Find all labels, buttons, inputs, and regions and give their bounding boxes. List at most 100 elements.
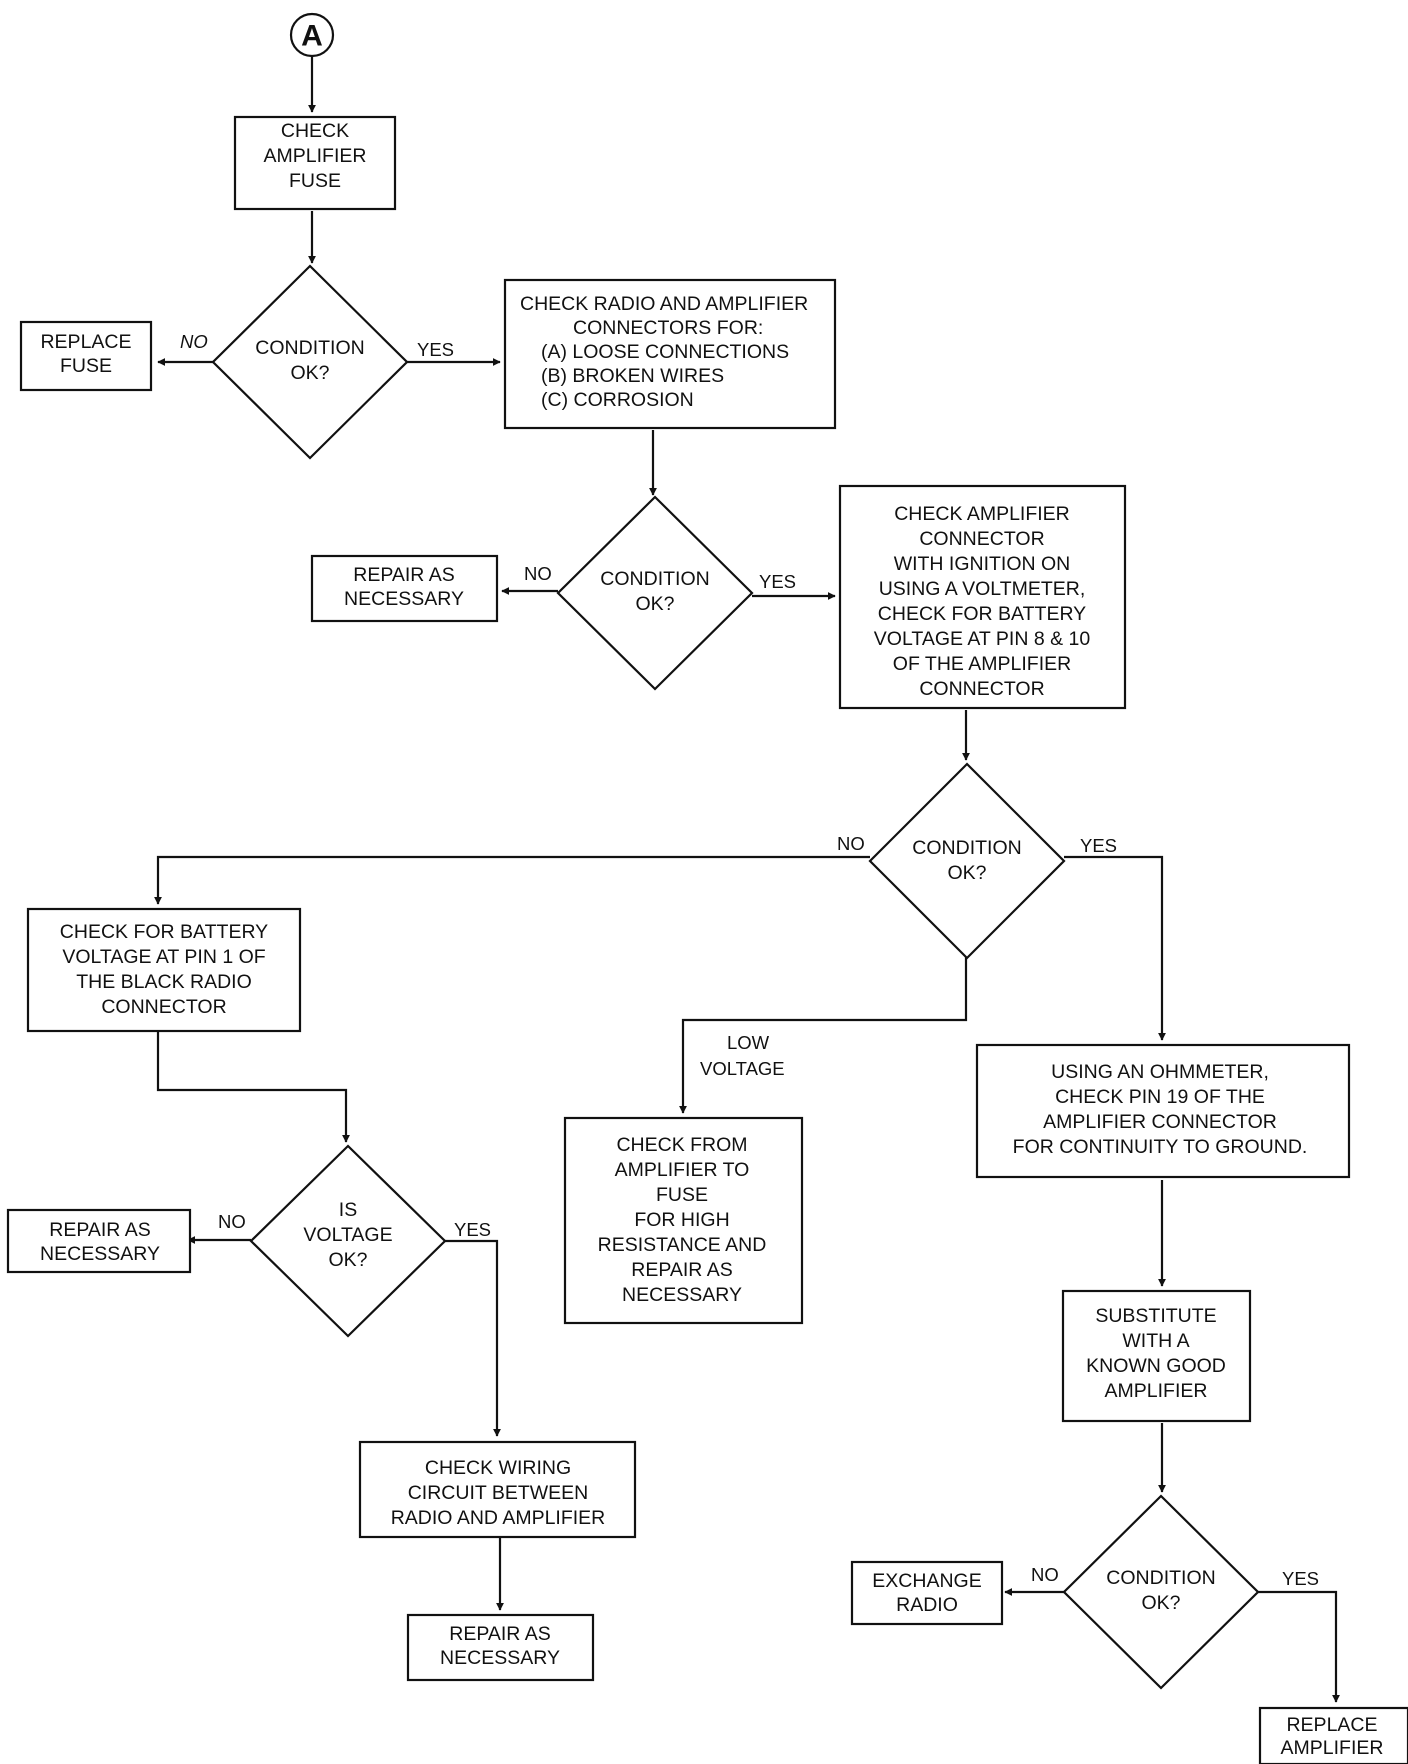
edge-label-no: NO (524, 563, 552, 584)
edge-label-voltage: VOLTAGE (700, 1058, 785, 1079)
check-from-amp-line: AMPLIFIER TO (615, 1159, 750, 1181)
replace-amp-box (1258, 1706, 1408, 1764)
substitute-line: WITH A (1122, 1330, 1189, 1352)
cond4-line: OK? (1141, 1592, 1180, 1614)
arrow-cond4-yes (1258, 1590, 1340, 1703)
edge-label-no: NO (218, 1211, 246, 1232)
start-circle (289, 12, 335, 58)
cond2-line: CONDITION (600, 568, 709, 590)
substitute-line: SUBSTITUTE (1095, 1305, 1216, 1327)
is-voltage-ok-diamond (249, 1144, 447, 1338)
substitute-line: AMPLIFIER (1105, 1380, 1208, 1402)
arrow-voltage-yes (445, 1239, 501, 1437)
edge-label-no: NO (1031, 1564, 1059, 1585)
check-from-amp-box (563, 1116, 804, 1325)
replace-fuse-line: FUSE (60, 355, 112, 377)
check-amp-connector-line: CONNECTOR (919, 528, 1044, 550)
replace-amp-line: AMPLIFIER (1281, 1737, 1384, 1759)
node-cond3: CONDITION OK? (868, 762, 1066, 960)
arrow-cond3-no (154, 855, 870, 905)
substitute-box (1061, 1289, 1252, 1423)
check-amp-connector-line: CHECK FOR BATTERY (878, 603, 1086, 625)
check-from-amp-line: RESISTANCE AND (598, 1234, 767, 1256)
node-check-amp-fuse: CHECK AMPLIFIER FUSE (233, 115, 397, 211)
cond3-diamond (868, 762, 1066, 960)
check-amp-fuse-box (233, 115, 397, 211)
check-connectors-line: (C) CORROSION (541, 389, 694, 411)
check-amp-connector-box (838, 484, 1127, 710)
check-pin1-line: VOLTAGE AT PIN 1 OF (62, 946, 265, 968)
cond1-line: CONDITION (255, 337, 364, 359)
check-from-amp-line: NECESSARY (622, 1284, 742, 1306)
start-label: A (301, 20, 323, 53)
node-cond4: CONDITION OK? (1062, 1494, 1260, 1690)
ohmmeter-line: FOR CONTINUITY TO GROUND. (1013, 1136, 1308, 1158)
check-wiring-line: CIRCUIT BETWEEN (408, 1482, 589, 1504)
start-connector: A (289, 12, 335, 58)
check-amp-fuse-line: FUSE (289, 170, 341, 192)
check-connectors-line: CONNECTORS FOR: (573, 317, 763, 339)
check-amp-connector-line: CHECK AMPLIFIER (894, 503, 1070, 525)
check-pin1-line: CHECK FOR BATTERY (60, 921, 268, 943)
cond1-line: OK? (290, 362, 329, 384)
edge-label-yes: YES (1282, 1568, 1319, 1589)
repair2-box (6, 1208, 192, 1274)
edge-label-low: LOW (727, 1032, 770, 1053)
check-pin1-line: CONNECTOR (101, 996, 226, 1018)
check-amp-connector-line: OF THE AMPLIFIER (893, 653, 1071, 675)
check-from-amp-line: REPAIR AS (631, 1259, 733, 1281)
node-substitute: SUBSTITUTE WITH A KNOWN GOOD AMPLIFIER (1061, 1289, 1252, 1423)
repair1-line: REPAIR AS (353, 564, 455, 586)
edge-label-yes: YES (1080, 835, 1117, 856)
replace-amp-line: REPLACE (1286, 1714, 1377, 1736)
cond4-diamond (1062, 1494, 1260, 1690)
check-amp-fuse-line: AMPLIFIER (264, 145, 367, 167)
cond4-line: CONDITION (1106, 1567, 1215, 1589)
repair2-line: REPAIR AS (49, 1219, 151, 1241)
exchange-radio-line: RADIO (896, 1594, 958, 1616)
cond3-line: OK? (947, 862, 986, 884)
is-voltage-ok-line: IS (339, 1199, 357, 1221)
cond2-diamond (556, 495, 754, 691)
repair1-box (310, 554, 499, 623)
is-voltage-ok-line: VOLTAGE (303, 1224, 392, 1246)
arrow-cond3-yes (1064, 855, 1166, 1041)
replace-fuse-box (19, 320, 153, 392)
ohmmeter-line: CHECK PIN 19 OF THE (1055, 1086, 1265, 1108)
cond3-line: CONDITION (912, 837, 1021, 859)
connector-lines (154, 56, 1340, 1703)
edge-label-no: NO (180, 331, 208, 352)
exchange-radio-line: EXCHANGE (872, 1570, 981, 1592)
ohmmeter-line: USING AN OHMMETER, (1051, 1061, 1269, 1083)
edge-labels: NO YES NO YES NO YES LOW VOLTAGE NO YES … (180, 331, 1319, 1589)
repair2-line: NECESSARY (40, 1243, 160, 1265)
repair3-box (406, 1613, 595, 1682)
edge-label-no: NO (837, 833, 865, 854)
substitute-line: KNOWN GOOD (1086, 1355, 1226, 1377)
check-amp-fuse-line: CHECK (281, 120, 349, 142)
check-from-amp-line: CHECK FROM (616, 1134, 747, 1156)
edge-label-yes: YES (454, 1219, 491, 1240)
